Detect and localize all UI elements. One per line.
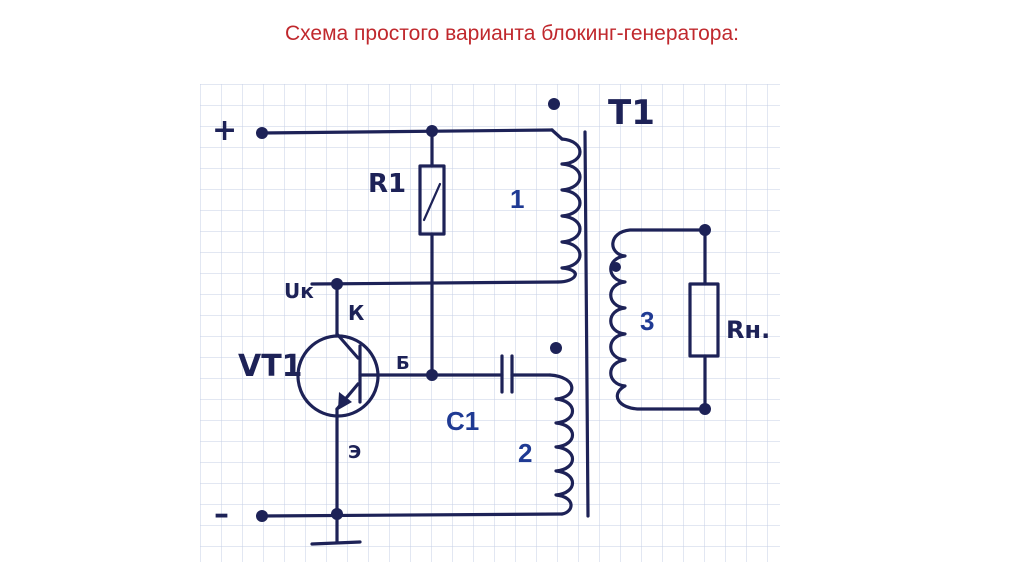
blocking-generator-schematic: + – T1 R1 1 Uк К VT1 Б 3 Rн. C1 Э 2 [200,84,780,562]
base-network [358,369,504,381]
plus-label: + [212,113,237,148]
winding-3-label: 3 [640,306,654,336]
ground-symbol [310,540,362,546]
winding-2-start-dot [550,342,562,354]
load-resistor [688,228,720,411]
winding-3-start-dot [611,262,621,272]
resistor-r1-label: R1 [368,169,406,199]
load-label: Rн. [726,316,770,344]
capacitor-c1 [500,354,552,394]
transistor-label: VT1 [238,349,303,384]
negative-rail [256,508,564,544]
minus-label: – [214,497,229,532]
collector-label: К [348,301,365,325]
transformer-label: T1 [608,93,655,133]
winding-1-start-dot [548,98,560,110]
resistor-r1 [418,129,446,374]
transformer-core [583,130,590,518]
positive-rail [256,125,564,141]
emitter-arrow [338,392,352,410]
minus-terminal [256,510,268,522]
winding-2 [548,342,574,516]
winding-2-label: 2 [518,438,532,468]
winding-1 [310,98,582,286]
plus-terminal [256,127,268,139]
collector-voltage-label: Uк [284,279,314,303]
collector-junction [331,278,343,290]
winding-1-label: 1 [510,184,524,214]
slide-title: Схема простого варианта блокинг-генерато… [285,22,739,45]
base-label: Б [396,353,410,374]
emitter-label: Э [348,442,361,463]
graph-paper [200,84,780,562]
capacitor-c1-label: C1 [446,406,479,436]
